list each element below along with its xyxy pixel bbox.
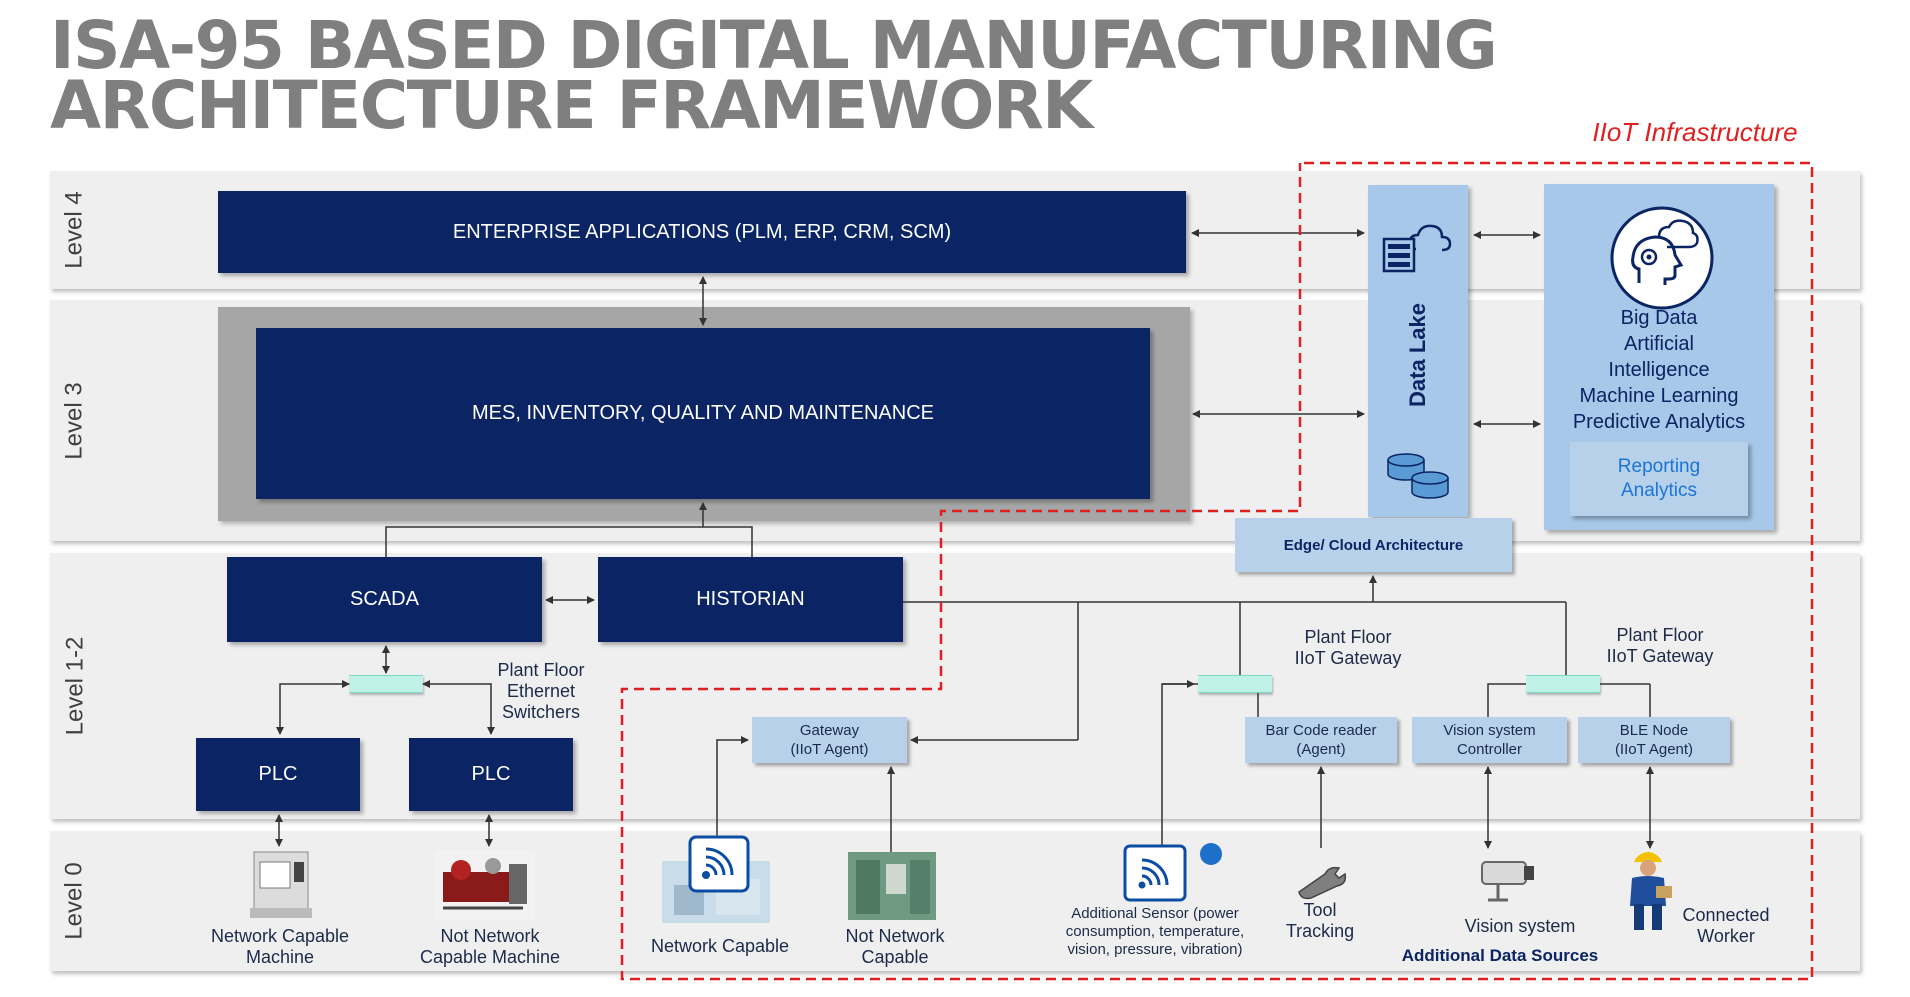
level-0-band: [50, 831, 1860, 971]
analytics-line-4: Machine Learning: [1579, 385, 1739, 407]
page-title: ISA-95 BASED DIGITAL MANUFACTURING ARCHI…: [50, 7, 1498, 144]
gateway-iiot-agent-box: Gateway(IIoT Agent): [752, 717, 907, 763]
network-capable-label: Network Capable: [650, 936, 790, 956]
not-network-machine-icon: [435, 850, 535, 920]
analytics-line-5: Predictive Analytics: [1572, 411, 1746, 433]
analytics-line-3: Intelligence: [1608, 359, 1710, 381]
analytics-text: Big Data Artificial Intelligence Machine…: [1544, 305, 1774, 435]
iiot-gateway-switch-2: [1526, 675, 1600, 693]
status-dot: [1200, 843, 1222, 865]
scada-box: SCADA: [227, 557, 542, 642]
cloud-server-icon: [1382, 224, 1452, 273]
mes-box: MES, INVENTORY, QUALITY AND MAINTENANCE: [256, 328, 1150, 499]
historian-box: HISTORIAN: [598, 557, 903, 642]
wireless-signal-icon: [1123, 844, 1187, 902]
title-line-1: ISA-95 BASED DIGITAL MANUFACTURING: [50, 7, 1498, 84]
plc-box-1: PLC: [196, 738, 360, 811]
iiot-gateway-switch-1: [1198, 675, 1272, 693]
reporting-analytics-box: Reporting Analytics: [1570, 442, 1748, 516]
security-camera-icon: [1481, 861, 1534, 902]
vision-system-label: Vision system: [1464, 916, 1576, 936]
network-machine-icon: [250, 851, 312, 918]
ble-node-box: BLE Node(IIoT Agent): [1578, 717, 1730, 763]
database-icon: [1387, 453, 1449, 499]
enterprise-applications-box: ENTERPRISE APPLICATIONS (PLM, ERP, CRM, …: [218, 191, 1186, 273]
not-network-equipment-icon: [848, 852, 936, 920]
iiot-infrastructure-label: IIoT Infrastructure: [1592, 117, 1798, 147]
ethernet-switch: [349, 675, 423, 693]
title-line-2: ARCHITECTURE FRAMEWORK: [50, 67, 1093, 144]
additional-data-sources-label: Additional Data Sources: [1401, 946, 1599, 965]
ai-head-icon: [1610, 206, 1714, 310]
plc-box-2: PLC: [409, 738, 573, 811]
analytics-line-2: Artificial: [1623, 333, 1694, 355]
network-capable-equipment-icon: [662, 835, 770, 923]
wrench-icon: [1298, 866, 1347, 900]
worker-icon: [1630, 852, 1672, 930]
edge-cloud-box: Edge/ Cloud Architecture: [1235, 518, 1512, 572]
analytics-line-1: Big Data: [1620, 307, 1698, 329]
barcode-reader-box: Bar Code reader(Agent): [1245, 717, 1397, 763]
